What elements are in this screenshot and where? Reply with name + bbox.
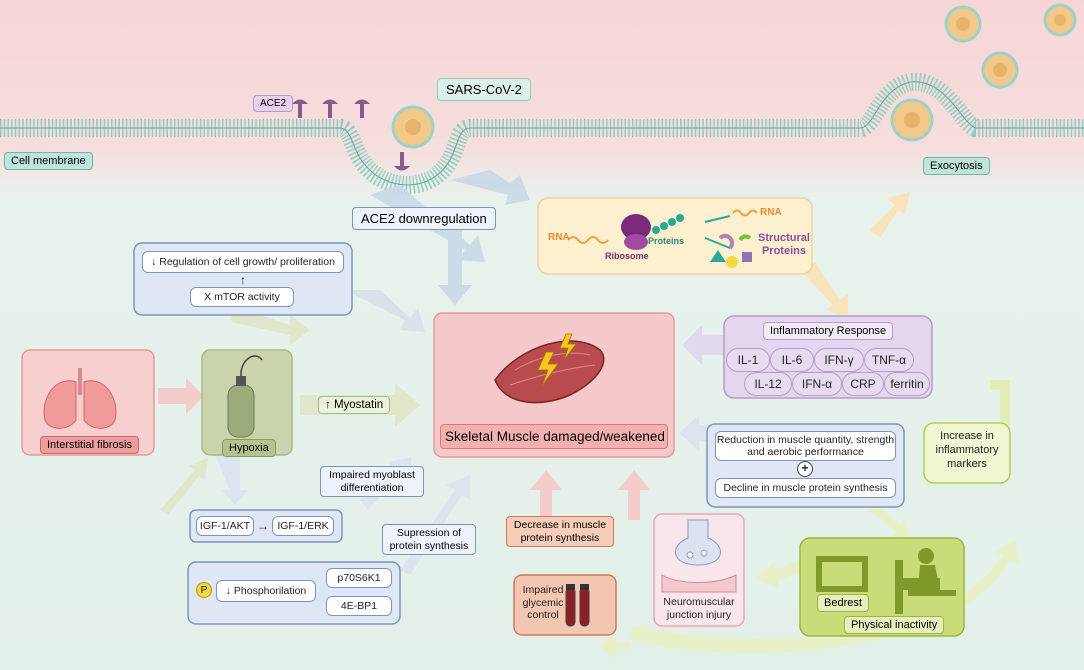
impaired-myoblast-label: Impaired myoblast differentiation: [320, 466, 424, 498]
structural-proteins-line1: Structural: [758, 232, 810, 244]
synapse-illustration: [661, 519, 737, 593]
4e-bp1-target: 4E-BP1: [326, 596, 392, 616]
marker-ifn-alpha: IFN-α: [792, 372, 842, 396]
decline-protein-synthesis: Decline in muscle protein synthesis: [715, 478, 896, 498]
hypoxia-label: Hypoxia: [222, 439, 276, 457]
physical-inactivity-label: Physical inactivity: [844, 616, 945, 634]
mtor-up-arrow: ↑: [240, 273, 246, 287]
marker-il-6: IL-6: [770, 348, 814, 372]
igf-erk-box: IGF-1/ERK: [272, 516, 334, 536]
blood-tubes-illustration: [565, 584, 590, 627]
bedrest-label: Bedrest: [817, 594, 869, 612]
p70s6k1-target: p70S6K1: [326, 568, 392, 588]
exocytosis-label: Exocytosis: [923, 157, 990, 175]
skeletal-muscle-label: Skeletal Muscle damaged/weakened: [440, 424, 668, 449]
ace2-receptors: [292, 99, 410, 171]
supression-label: Supression of protein synthesis: [382, 524, 476, 556]
oxygen-tank-illustration: [227, 355, 263, 438]
sars-cov-2-label: SARS-CoV-2: [437, 78, 531, 101]
phosphorilation-label: ↓ Phosphorilation: [216, 580, 316, 602]
mtor-activity: X mTOR activity: [190, 287, 294, 307]
cell-membrane-label: Cell membrane: [4, 152, 93, 170]
neuromuscular-label: Neuromuscular junction injury: [663, 596, 735, 621]
reduction-muscle-quantity: Reduction in muscle quantity, strength a…: [715, 431, 896, 461]
igf-arrow: →: [257, 519, 269, 533]
virus-particles: [391, 3, 1077, 149]
neuromuscular-panel: [653, 513, 745, 627]
muscle-illustration: [494, 333, 605, 404]
rna-input-label: RNA: [548, 232, 570, 243]
proteins-label: Proteins: [648, 236, 685, 246]
increase-inflammatory-markers: Increase in inflammatory markers: [935, 430, 999, 470]
lungs-illustration: [43, 368, 117, 429]
inflammatory-response-title: Inflammatory Response: [763, 322, 894, 340]
marker-tnf-alpha: TNF-α: [864, 348, 914, 372]
marker-il-1: IL-1: [726, 348, 770, 372]
myostatin-label: ↑ Myostatin: [318, 396, 391, 414]
interstitial-fibrosis-label: Interstitial fibrosis: [40, 436, 139, 454]
impaired-glycemic-label: Impaired glycemic control: [522, 584, 564, 622]
replication-drawing: [567, 209, 758, 268]
phospho-p-circle: P: [196, 582, 212, 598]
plus-sign: +: [797, 461, 813, 477]
marker-ifn-gamma: IFN-γ: [814, 348, 864, 372]
regulation-cell-growth: ↓ Regulation of cell growth/ proliferati…: [142, 251, 344, 273]
ribosome-label: Ribosome: [605, 251, 649, 261]
ace2-downregulation-label: ACE2 downregulation: [352, 207, 496, 230]
cell-membrane: [0, 72, 1084, 194]
glycemic-panel: [513, 574, 617, 636]
marker-crp: CRP: [842, 372, 884, 396]
rna-output-label: RNA: [760, 207, 782, 218]
marker-ferritin: ferritin: [884, 372, 930, 396]
increase-markers-panel: [923, 422, 1011, 484]
structural-proteins-label: Structural Proteins: [758, 232, 810, 258]
structural-proteins-line2: Proteins: [761, 245, 806, 258]
marker-il-12: IL-12: [744, 372, 792, 396]
igf-akt-box: IGF-1/AKT: [196, 516, 254, 536]
bed-chair-illustration: [816, 548, 956, 614]
decrease-protein-synthesis-label: Decrease in muscle protein synthesis: [506, 516, 614, 548]
ace2-label: ACE2: [253, 95, 294, 112]
